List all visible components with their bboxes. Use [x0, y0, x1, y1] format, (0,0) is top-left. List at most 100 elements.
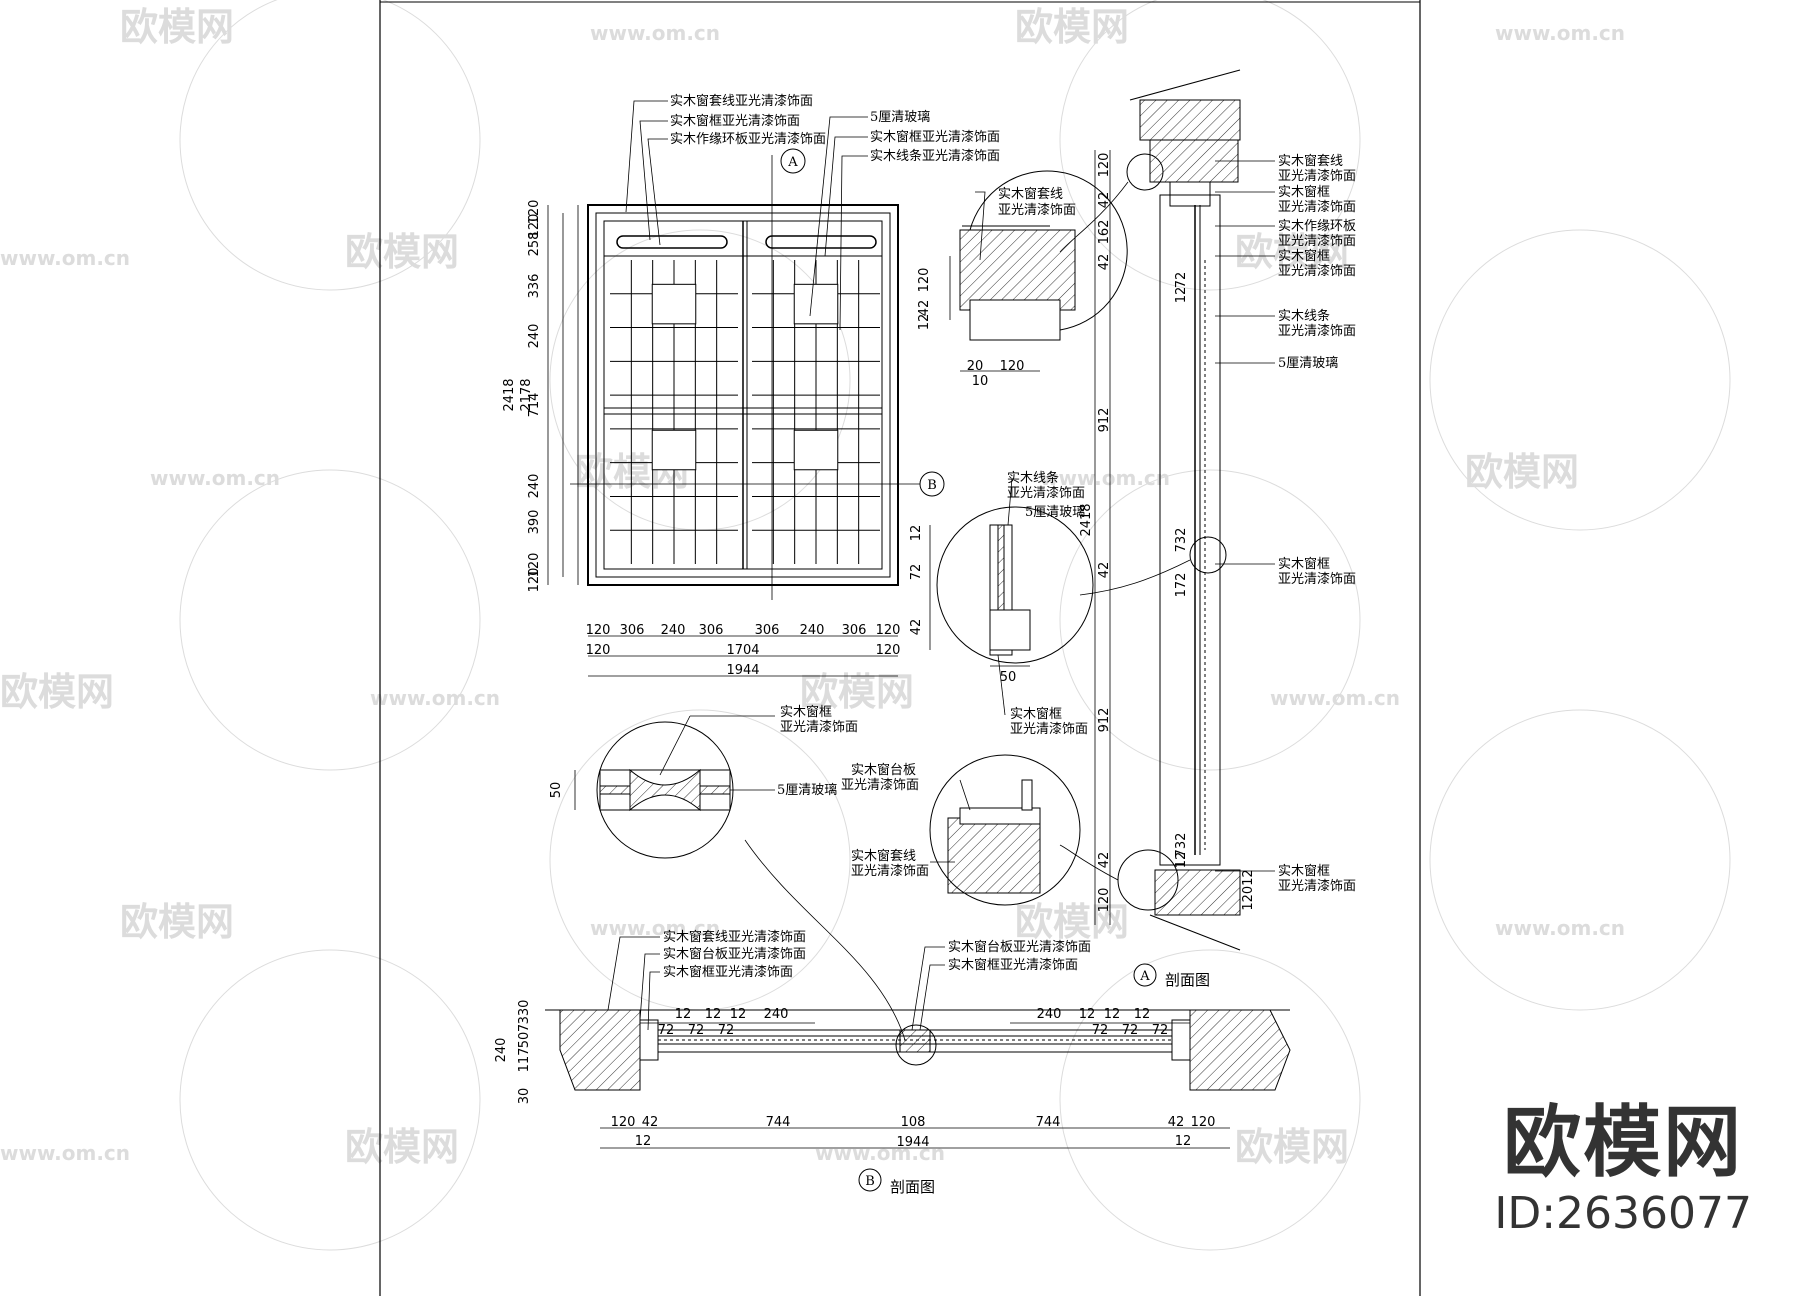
section-b-label: 实木窗台板亚光清漆饰面 — [948, 939, 1091, 955]
section-a-dim: 120 — [1097, 888, 1112, 913]
section-b-caption: 剖面图 — [890, 1178, 935, 1196]
detail-mid-dim-v2: 72 — [909, 564, 924, 581]
elev-total-dim: 2418 — [502, 378, 517, 411]
section-b-bottom-dim: 42 — [1168, 1115, 1185, 1130]
elev-bottom-dim: 120 — [876, 643, 901, 658]
detail-top-dim-v1: 120 — [917, 268, 932, 293]
watermark-ring — [1059, 949, 1361, 1251]
elev-left-dim: 390 — [527, 510, 542, 535]
elevation-leaders — [625, 100, 868, 331]
watermark-brand: 欧模网 — [345, 230, 459, 274]
elev-bottom-dim: 120 — [586, 643, 611, 658]
detail-sill-top-2: 亚光清漆饰面 — [841, 777, 919, 793]
elev-left-dim: 714 — [527, 393, 542, 418]
watermark-ring — [1429, 709, 1731, 1011]
detail-left-label-1: 实木窗框 — [780, 704, 832, 720]
detail-left-joint: 实木窗框 亚光清漆饰面 5厘清玻璃 50 — [549, 704, 906, 1041]
section-a-label: 实木窗框 — [1278, 248, 1330, 264]
section-b-inner-dim: 72 — [1122, 1023, 1139, 1038]
section-b-bottom-dim: 120 — [611, 1115, 636, 1130]
marker-a-top: A — [787, 155, 798, 170]
section-a-dim: 912 — [1097, 708, 1112, 733]
elev-left-dim: 120 — [527, 200, 542, 225]
section-b-inner-dim: 72 — [1152, 1023, 1169, 1038]
section-a-label: 5厘清玻璃 — [1278, 356, 1338, 371]
watermark-brand: 欧模网 — [120, 900, 234, 944]
section-a-dim: 162 — [1097, 220, 1112, 245]
detail-left-label-2: 亚光清漆饰面 — [780, 719, 858, 735]
section-a-inner-dim: 732 — [1174, 833, 1189, 858]
section-b-bottom-dim: 744 — [1036, 1115, 1061, 1130]
elev-bottom-dim: 120 — [586, 623, 611, 638]
detail-top-dim-h3: 10 — [972, 374, 989, 389]
elev-total-dim: 2178 — [519, 378, 534, 411]
elev-bottom-dim: 240 — [800, 623, 825, 638]
section-b-bottom-dim: 120 — [1191, 1115, 1216, 1130]
sheet-frame — [379, 0, 1421, 1296]
detail-mid-label-1b: 亚光清漆饰面 — [1007, 485, 1085, 501]
watermark-brand: 欧模网 — [1015, 5, 1129, 49]
watermark-ring — [1059, 0, 1361, 291]
section-a-dim: 120 — [1097, 153, 1112, 178]
lattice-panel — [793, 429, 839, 471]
elev-left-dim: 240 — [527, 324, 542, 349]
detail-top-label-2: 亚光清漆饰面 — [998, 202, 1076, 218]
elev-label-6: 实木线条亚光清漆饰面 — [870, 148, 1000, 164]
section-a-inner-dim: 732 — [1174, 528, 1189, 553]
section-a-label: 亚光清漆饰面 — [1278, 878, 1356, 894]
section-b-top-dim: 240 — [1037, 1007, 1062, 1022]
watermark-url: www.om.cn — [590, 916, 720, 940]
section-b-left-dim: 117 — [517, 1048, 532, 1073]
section-b-left-dim: 30 — [517, 1088, 532, 1105]
elev-left-dim: 258 — [527, 232, 542, 257]
section-a-label: 亚光清漆饰面 — [1278, 263, 1356, 279]
section-a-label: 实木线条 — [1278, 308, 1330, 324]
detail-top-trim: 实木窗套线 亚光清漆饰面 120 42 12 20 120 10 — [917, 170, 1128, 389]
section-b-label: 实木窗套线亚光清漆饰面 — [663, 929, 806, 945]
watermark-brand: 欧模网 — [1235, 230, 1349, 274]
elev-bottom-dim: 306 — [699, 623, 724, 638]
section-b-inner-dim: 72 — [658, 1023, 675, 1038]
section-b-bottom-dim: 744 — [766, 1115, 791, 1130]
section-a-caption: 剖面图 — [1165, 971, 1210, 989]
elev-left-dim: 120 — [527, 568, 542, 593]
section-a-label: 亚光清漆饰面 — [1278, 168, 1356, 184]
detail-top-dim-h2: 120 — [1000, 359, 1025, 374]
section-b-bottom-dim: 42 — [642, 1115, 659, 1130]
lattice-panel — [793, 283, 839, 325]
section-b-inner-dim: 72 — [688, 1023, 705, 1038]
section-a-inner-dim: 12 — [1174, 852, 1189, 869]
watermark-url: www.om.cn — [0, 246, 130, 270]
watermark-url: www.om.cn — [0, 1141, 130, 1165]
section-a-label: 实木窗框 — [1278, 863, 1330, 879]
watermark-url: www.om.cn — [150, 466, 280, 490]
brand-badge: 欧模网 ID:2636077 — [1494, 1104, 1752, 1236]
detail-mid-below-2: 亚光清漆饰面 — [1010, 721, 1088, 737]
section-b-marker: B — [865, 1174, 875, 1189]
section-b-bottom-dim: 108 — [901, 1115, 926, 1130]
section-a-label: 亚光清漆饰面 — [1278, 199, 1356, 215]
detail-top-label-1: 实木窗套线 — [998, 186, 1063, 202]
detail-top-dim-v2: 42 — [917, 300, 932, 317]
section-b-top-dim: 12 — [1104, 1007, 1121, 1022]
section-a-label: 亚光清漆饰面 — [1278, 323, 1356, 339]
section-b-left-dim: 240 — [494, 1038, 509, 1063]
section-b-top-dim: 240 — [764, 1007, 789, 1022]
elev-left-dim: 120 — [527, 553, 542, 578]
elevation-labels: 实木窗套线亚光清漆饰面 实木窗框亚光清漆饰面 实木作缘环板亚光清漆饰面 5厘清玻… — [670, 93, 1000, 164]
section-a-marker: A — [1139, 969, 1150, 984]
detail-mid-label-2: 5厘清玻璃 — [1025, 505, 1085, 520]
section-a-label: 实木窗框 — [1278, 556, 1330, 572]
detail-sill-bottom-1: 实木窗套线 — [851, 848, 916, 864]
section-b-left-dim: 7 — [517, 1024, 532, 1032]
section-b-inner-dim: 72 — [718, 1023, 735, 1038]
section-b-top-dim: 12 — [1079, 1007, 1096, 1022]
section-b-bottom-small: 12 — [1175, 1134, 1192, 1149]
marker-b-right: B — [927, 478, 937, 493]
section-b-label: 实木窗框亚光清漆饰面 — [948, 957, 1078, 973]
watermark-ring — [179, 0, 481, 291]
elev-label-4: 5厘清玻璃 — [870, 110, 930, 125]
section-a-inner-dim: 72 — [1174, 272, 1189, 289]
elev-label-3: 实木作缘环板亚光清漆饰面 — [670, 131, 826, 147]
